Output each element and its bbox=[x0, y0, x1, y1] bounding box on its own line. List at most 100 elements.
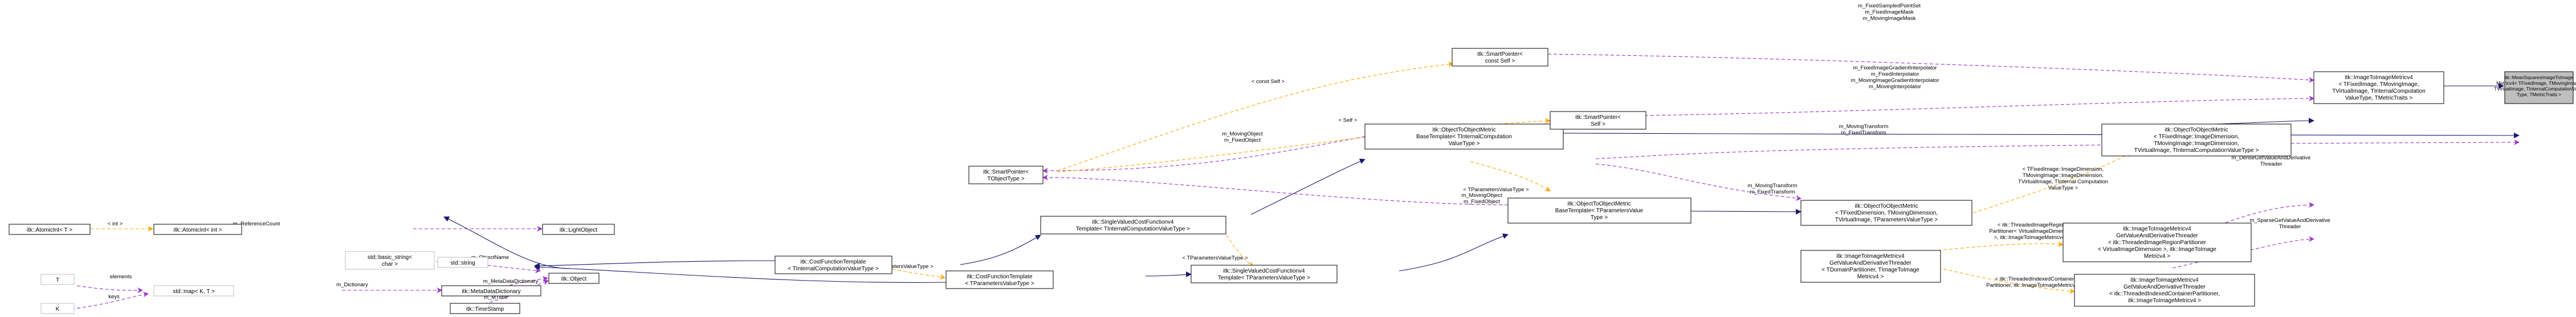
node-atomic-int-t[interactable]: itk::AtomicInt< T > bbox=[9, 224, 91, 235]
text-line: m_MovingImageMask bbox=[1863, 15, 1916, 22]
text-line: itk::ImageToImageMetricv4 bbox=[2123, 226, 2191, 232]
text-line: m_FixedImageGradientInterpolator bbox=[1853, 65, 1937, 71]
text-line: < TParametersValueType > bbox=[1463, 187, 1529, 193]
node-metadata-dictionary[interactable]: itk::MetaDataDictionary bbox=[441, 285, 541, 297]
text-line: itk::SmartPointer< bbox=[1575, 114, 1621, 121]
edge-o2o-base-internal-to-o2o-metric-image bbox=[1563, 133, 2520, 138]
text-line: Type, TMetricTraits > bbox=[2517, 92, 2562, 97]
node-smart-ptr-self[interactable]: itk::SmartPointer<Self > bbox=[1550, 111, 1646, 130]
text-line: Type > bbox=[1591, 215, 1608, 221]
text-line: itk::SingleValuedCostFunctionv4 bbox=[1223, 268, 1305, 274]
text-line: TMovingImage::ImageDimension, bbox=[2023, 172, 2104, 179]
node-o2o-metric-image[interactable]: itk::ObjectToObjectMetric< TFixedImage::… bbox=[2101, 123, 2292, 157]
text-line: itk::CostFunctionTemplate bbox=[967, 274, 1032, 280]
node-atomic-int-int[interactable]: itk::AtomicInt< int > bbox=[153, 224, 242, 235]
edge-label-elements: elements bbox=[110, 274, 132, 280]
text-line: m_FixedImageMask bbox=[1865, 9, 1914, 15]
text-line: itk::SingleValuedCostFunctionv4 bbox=[1092, 219, 1174, 225]
node-smart-ptr-const-self[interactable]: itk::SmartPointer<const Self > bbox=[1452, 48, 1548, 67]
edge-cft-internal-to-svcf-internal bbox=[960, 234, 1041, 265]
edge-o2o-base-internal-to-params bbox=[1470, 161, 1551, 192]
edge-label-tparams-svcf: < TParametersValueType > bbox=[1182, 255, 1248, 261]
svg-text:std::basic_string<char >: std::basic_string<char > bbox=[368, 254, 412, 267]
node-cost-function-template-params[interactable]: itk::CostFunctionTemplate< TParametersVa… bbox=[945, 270, 1054, 289]
text-line: std::string bbox=[450, 260, 475, 266]
text-line: itk::ImageToImageMetricv4 bbox=[2345, 75, 2413, 81]
text-line: Partitioner, itk::ImageToImageMetricv4 > bbox=[1986, 282, 2083, 289]
nodes: itk::AtomicInt< T > itk::AtomicInt< int … bbox=[9, 48, 2576, 314]
text-line: Template< TInternalComputationValueType … bbox=[1076, 226, 1190, 232]
text-line: itk::CostFunctionTemplate bbox=[800, 259, 866, 265]
text-line: itk::Object bbox=[561, 276, 587, 282]
text-line: TVirtualImage, TInternalComputation bbox=[2332, 88, 2426, 94]
node-std-string[interactable]: std::string bbox=[437, 257, 488, 268]
text-line: m_MovingObject bbox=[1222, 131, 1263, 137]
text-line: GetValueAndDerivativeThreader bbox=[1829, 260, 1911, 266]
text-line: itk::ImageToImageMetricv4 > bbox=[2128, 298, 2201, 304]
node-smart-ptr-tobjecttype[interactable]: itk::SmartPointer<TObjectType > bbox=[968, 166, 1044, 184]
edge-object-to-cft-internal bbox=[534, 260, 776, 269]
text-line: itk::AtomicInt< int > bbox=[173, 227, 222, 233]
svg-text:itk::ObjectToObjectMetric< TFi: itk::ObjectToObjectMetric< TFixedImage::… bbox=[2134, 127, 2259, 154]
node-cost-function-template-internal[interactable]: itk::CostFunctionTemplate< TInternalComp… bbox=[775, 256, 892, 274]
node-time-stamp[interactable]: itk::TimeStamp bbox=[450, 303, 520, 314]
edge-smartptr-self-to-o2o-metric-image bbox=[1595, 139, 2520, 159]
svg-text:itk::CostFunctionTemplate< TIn: itk::CostFunctionTemplate< TInternalComp… bbox=[788, 259, 879, 272]
text-line: < TFixedImage::ImageDimension, bbox=[2154, 134, 2239, 140]
text-line: >, itk::ImageToImageMetricv4 > bbox=[1994, 234, 2070, 241]
text-line: < itk::ThreadedIndexedContainer bbox=[1995, 276, 2074, 282]
svg-text:itk::MetaDataDictionary: itk::MetaDataDictionary bbox=[462, 289, 520, 295]
edge-cft-params-to-svcf-params bbox=[1145, 271, 1192, 277]
text-line: itk::ObjectToObjectMetric bbox=[1854, 203, 1918, 209]
text-line: itk::MeanSquaresImageToImage bbox=[2505, 75, 2574, 80]
text-line: Metricv4 > bbox=[2144, 253, 2171, 260]
edge-o2o-base-params-to-smartptr-tobj bbox=[1042, 174, 1509, 205]
text-line: < TFixedDimension, TMovingDimension, bbox=[1835, 210, 1938, 216]
node-std-map[interactable]: std::map< K, T > bbox=[153, 285, 234, 297]
edge-smartptr-tobj-to-const-self bbox=[1057, 61, 1454, 171]
text-line: itk::SmartPointer< bbox=[983, 169, 1029, 175]
node-object[interactable]: itk::Object bbox=[548, 273, 600, 284]
text-line: Template< TParametersValueType > bbox=[1218, 275, 1310, 281]
edge-o2o-base-internal-to-smartptr-tobj bbox=[1042, 136, 1366, 174]
text-line: itk::ImageToImageMetricv4 bbox=[1836, 253, 1905, 260]
text-line: T bbox=[56, 277, 59, 283]
text-line: m_MovingImageGradientInterpolator bbox=[1851, 77, 1939, 84]
svg-text:std::map< K, T >: std::map< K, T > bbox=[173, 289, 215, 295]
text-line: m_MovingObject bbox=[1461, 192, 1502, 199]
text-line: Self > bbox=[1591, 121, 1605, 127]
text-line: std::basic_string< bbox=[368, 254, 412, 261]
edge-label-tparams-cft: < TParametersValueType > bbox=[867, 264, 934, 270]
node-image-to-image-metric[interactable]: itk::ImageToImageMetricv4< TFixedImage, … bbox=[2313, 71, 2444, 104]
node-light-object[interactable]: itk::LightObject bbox=[542, 224, 615, 235]
text-line: TMovingImage::ImageDimension, bbox=[2154, 141, 2239, 147]
text-line: Metricv4< TFixedImage, TMovingImage, bbox=[2496, 80, 2576, 86]
node-std-basic-string[interactable]: std::basic_string<char > bbox=[345, 251, 435, 270]
text-line: m_FixedTransform bbox=[1841, 130, 1886, 136]
edge-label-mtime: m_MTime bbox=[484, 294, 508, 300]
edge-lightobject-to-object bbox=[443, 216, 570, 269]
edge-dense-threader bbox=[2167, 202, 2314, 247]
text-line: m_ReferenceCount bbox=[233, 221, 280, 227]
text-line: GetValueAndDerivativeThreader bbox=[2123, 284, 2206, 290]
node-t-param[interactable]: T bbox=[40, 274, 75, 285]
text-line: m_SparseGetValueAndDerivative bbox=[2249, 217, 2330, 224]
edge-label-keys: keys bbox=[108, 294, 120, 300]
text-line: < TDomainPartitioner, TImageToImage bbox=[1821, 267, 1919, 273]
text-line: m_Dictionary bbox=[336, 282, 368, 288]
node-k-param[interactable]: K bbox=[40, 303, 75, 314]
node-o2o-metric-fixed[interactable]: itk::ObjectToObjectMetric< TFixedDimensi… bbox=[1800, 200, 1972, 226]
text-line: m_MovingTransform bbox=[1839, 123, 1889, 130]
